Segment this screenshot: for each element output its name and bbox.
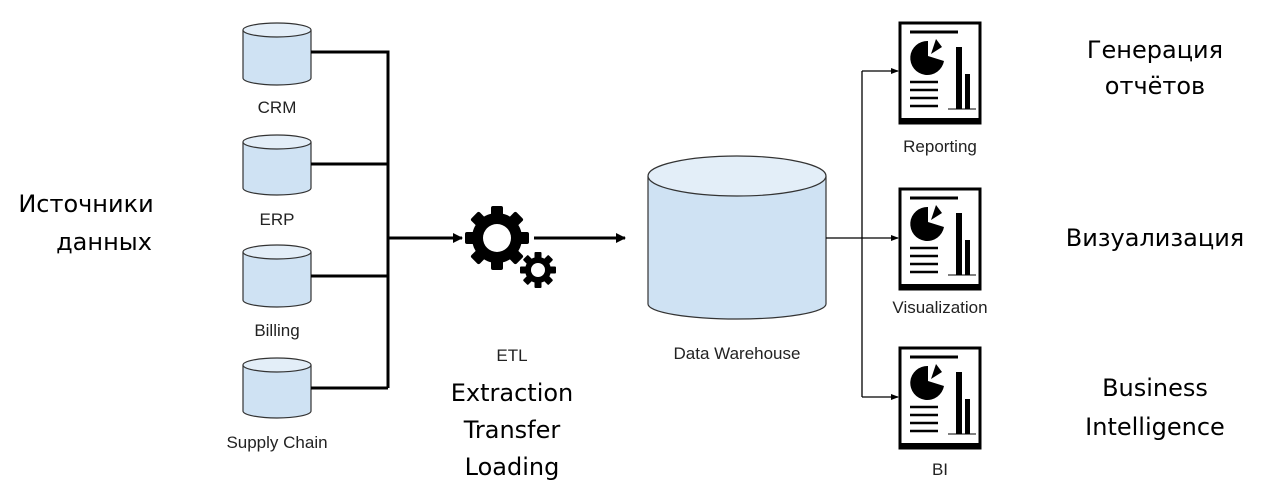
caption-bi-line1: Business [1102,374,1208,402]
source-label: Supply Chain [226,433,327,452]
database-icon [242,357,312,419]
gears-icon [465,206,556,288]
caption-reporting-line1: Генерация [1087,36,1223,64]
caption-reporting-line2: отчётов [1105,72,1205,100]
output-bi: BI [898,346,982,479]
source-label: ERP [260,210,295,229]
source-connectors [311,50,463,390]
caption-visualization: Визуализация [1066,224,1245,252]
database-icon [242,22,312,86]
etl-label: ETL [496,346,527,365]
output-label: Visualization [892,298,987,317]
output-connectors [826,68,899,400]
source-label: Billing [254,321,299,340]
source-label: CRM [258,98,297,117]
database-icon [242,134,312,196]
report-document-icon [898,346,982,451]
output-visualization: Visualization [892,187,988,317]
output-label: Reporting [903,137,977,156]
etl-step-transfer: Transfer [463,416,561,444]
caption-bi-line2: Intelligence [1085,413,1225,441]
sources-heading-line2: данных [56,228,152,256]
report-document-icon [898,21,982,126]
etl-step-loading: Loading [465,453,560,481]
source-erp: ERP [242,134,312,229]
etl-step-extraction: Extraction [451,379,574,407]
output-label: BI [932,460,948,479]
warehouse-label: Data Warehouse [674,344,801,363]
report-document-icon [898,187,982,292]
source-supply-chain: Supply Chain [226,357,328,452]
database-icon [647,155,827,320]
sources-heading-line1: Источники [18,190,153,218]
output-reporting: Reporting [898,21,982,156]
database-icon [242,244,312,308]
data-warehouse: Data Warehouse [647,155,827,363]
source-crm: CRM [242,22,312,117]
source-billing: Billing [242,244,312,340]
